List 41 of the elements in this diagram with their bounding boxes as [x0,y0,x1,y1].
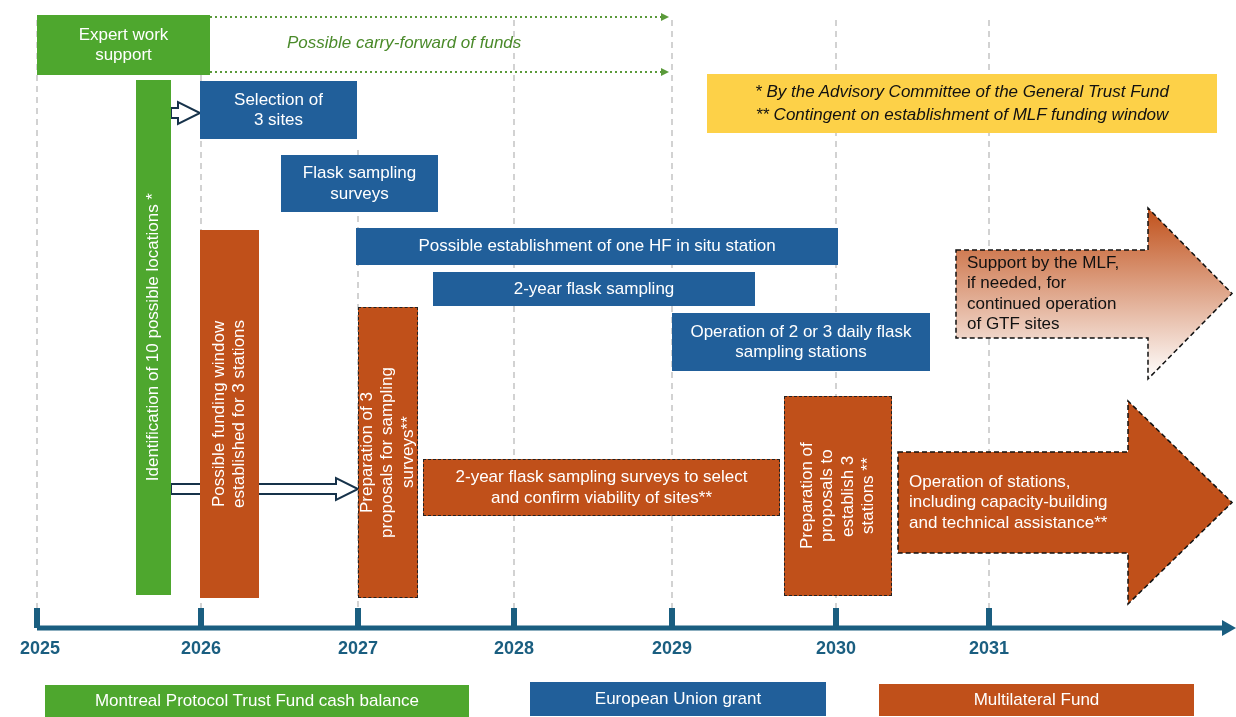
process-bar [200,230,259,598]
node-label: Selection of 3 sites [233,89,324,131]
node-label: Possible funding window established for 3 stations [209,318,250,511]
node-label: Operation of 2 or 3 daily flask sampling stations [690,321,912,363]
process-box [423,459,780,516]
node-label: Operation of stations, including capacity-building and technical assistance** [909,471,1109,534]
hollow-arrow [170,100,203,126]
legend-label: Multilateral Fund [973,690,1100,710]
year-label: 2030 [816,638,856,659]
process-box [281,155,438,212]
node-label: 2-year flask sampling surveys to select and confirm viability of sites** [454,467,749,508]
legend-label: Montreal Protocol Trust Fund cash balance [94,691,420,711]
node-label: Preparation of proposals to establish 3 stations ** [797,441,879,552]
note-box [707,74,1217,133]
process-box [358,307,418,598]
process-box [784,396,892,596]
process-box [433,272,755,306]
node-label: Identification of 10 possible locations * [143,193,164,482]
process-box [356,228,838,265]
node-label: Flask sampling surveys [301,163,418,204]
footnote-text: * By the Advisory Committee of the General Trust Fund [755,81,1169,104]
legend-label: European Union grant [594,689,762,709]
process-box [672,313,930,371]
pentagon-process-shape [897,400,1234,605]
node-label: Possible establishment of one HF in situ station [418,236,776,257]
node-label: Expert work support [77,24,170,66]
year-label: 2028 [494,638,534,659]
node-label: Preparation of 3 proposals for sampling surveys** [357,366,419,540]
year-label: 2025 [20,638,60,659]
process-box [200,81,357,139]
year-label: 2029 [652,638,692,659]
year-label: 2026 [181,638,221,659]
node-label: Support by the MLF, if needed, for continued operation of GTF sites [967,252,1121,335]
process-bar [136,80,171,595]
year-label: 2027 [338,638,378,659]
footnote-text: ** Contingent on establishment of MLF funding window [755,103,1169,126]
annotation-text: Possible carry-forward of funds [287,33,522,53]
node-label: 2-year flask sampling [513,278,675,300]
year-label: 2031 [969,638,1009,659]
pentagon-process-shape [955,207,1234,380]
process-box [37,15,210,75]
